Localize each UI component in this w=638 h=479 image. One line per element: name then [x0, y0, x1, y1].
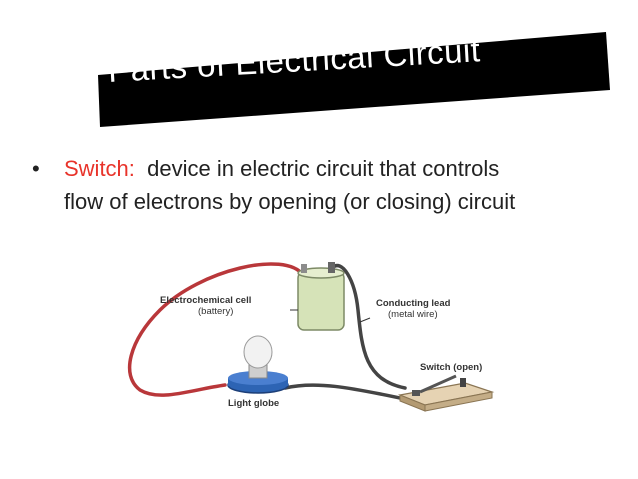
- circuit-diagram: Electrochemical cell (battery) Conductin…: [120, 240, 540, 445]
- title-banner-shape: [98, 32, 610, 127]
- wire-dark-to-switch: [330, 264, 407, 390]
- circuit-diagram-art: [127, 262, 495, 412]
- wire-dark-globe-switch: [283, 383, 412, 402]
- battery-label-line2: (battery): [198, 306, 234, 317]
- light-globe-icon: [227, 335, 289, 394]
- lead-label-line2: (metal wire): [388, 309, 438, 320]
- bullet-term: Switch:: [64, 156, 135, 181]
- wire-red: [127, 262, 305, 397]
- bullet-line-2: flow of electrons by opening (or closing…: [64, 189, 516, 214]
- bullet-marker: •: [32, 156, 40, 181]
- lead-label-line1: Conducting lead: [376, 298, 451, 309]
- bullet-line-1: Switch: device in electric circuit that …: [32, 152, 612, 185]
- light-globe-label: Light globe: [228, 398, 280, 409]
- lead-pointer: [359, 317, 371, 323]
- switch-label: Switch (open): [420, 362, 483, 373]
- conducting-lead-label: Conducting lead (metal wire): [376, 298, 450, 320]
- battery-icon: [297, 262, 345, 331]
- battery-label: Electrochemical cell (battery): [160, 295, 251, 317]
- switch-icon: [397, 374, 495, 412]
- title-banner: Parts of Electrical Circuit: [0, 0, 638, 140]
- battery-label-line1: Electrochemical cell: [160, 295, 252, 306]
- bullet-definition-start: device in electric circuit that controls: [134, 156, 500, 181]
- bullet-item: • Switch: device in electric circuit tha…: [32, 152, 612, 218]
